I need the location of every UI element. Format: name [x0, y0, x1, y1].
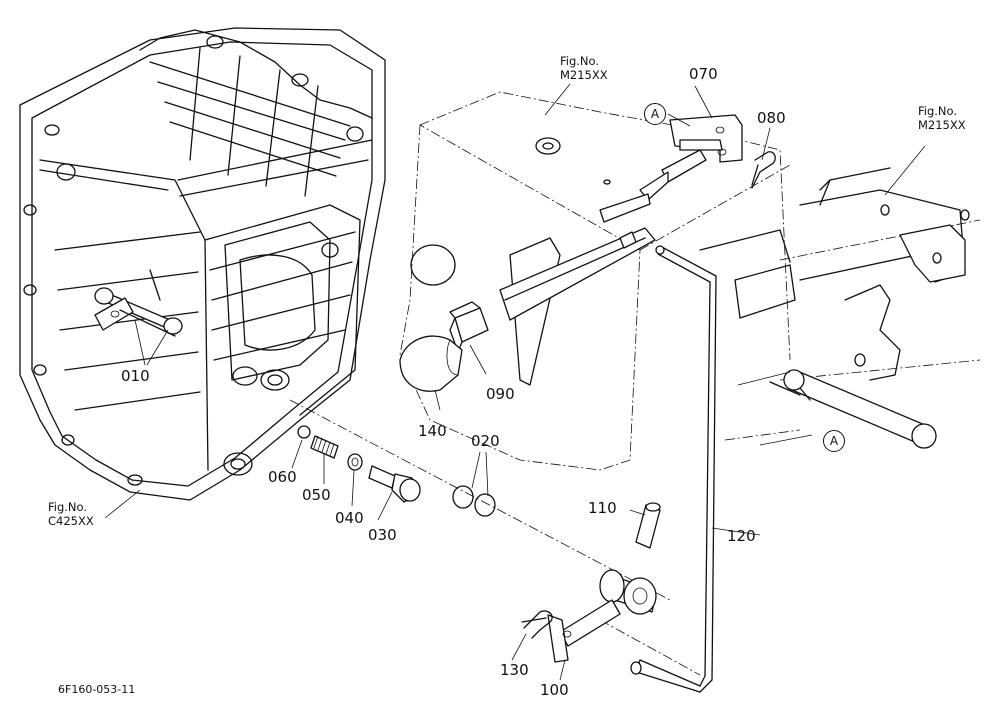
- part-020-o-rings: [452, 485, 496, 517]
- label-part-130: 130: [500, 661, 529, 679]
- fig-ref-top-right: Fig.No. M215XX: [918, 104, 966, 132]
- label-part-110: 110: [588, 499, 617, 517]
- label-part-060: 060: [268, 468, 297, 486]
- label-part-140: 140: [418, 422, 447, 440]
- label-part-040: 040: [335, 509, 364, 527]
- part-040-washer: [347, 453, 363, 471]
- label-part-120: 120: [727, 527, 756, 545]
- label-part-080: 080: [757, 109, 786, 127]
- part-110-pin: [635, 502, 661, 549]
- part-140-cap: [399, 335, 463, 392]
- part-120-rod: [630, 245, 717, 693]
- housing-panel: [410, 137, 796, 386]
- label-part-070: 070: [689, 65, 718, 83]
- part-130-pin: [521, 610, 553, 639]
- fig-ref-top-center: Fig.No. M215XX: [560, 54, 608, 82]
- transmission-case: [19, 27, 386, 501]
- right-frame: [737, 167, 970, 449]
- drawing-code: 6F160-053-11: [58, 683, 136, 696]
- part-100-lever: [547, 569, 657, 663]
- fig-ref-line2: C425XX: [48, 514, 94, 528]
- fig-ref-bottom-left: Fig.No. C425XX: [48, 500, 94, 528]
- fig-ref-line1: Fig.No.: [48, 500, 88, 514]
- small-parts-row: [297, 425, 421, 503]
- part-050-spring: [310, 435, 339, 459]
- reference-mark-bottom: A: [823, 430, 845, 452]
- part-060-ball: [297, 425, 311, 439]
- fig-ref-line1: Fig.No.: [918, 104, 958, 118]
- part-080-pin: [751, 151, 776, 189]
- part-010-shaft: [94, 269, 183, 337]
- part-090-block: [449, 301, 489, 353]
- part-030-plug: [368, 465, 396, 489]
- label-part-100: 100: [540, 681, 569, 699]
- label-part-020: 020: [471, 432, 500, 450]
- part-070-rod: [499, 114, 743, 321]
- fig-ref-line2: M215XX: [560, 68, 608, 82]
- label-part-050: 050: [302, 486, 331, 504]
- label-part-030: 030: [368, 526, 397, 544]
- fig-ref-line1: Fig.No.: [560, 54, 600, 68]
- leader-lines: [104, 83, 926, 681]
- label-part-090: 090: [486, 385, 515, 403]
- reference-mark-top: A: [644, 103, 666, 125]
- fig-ref-line2: M215XX: [918, 118, 966, 132]
- label-part-010: 010: [121, 367, 150, 385]
